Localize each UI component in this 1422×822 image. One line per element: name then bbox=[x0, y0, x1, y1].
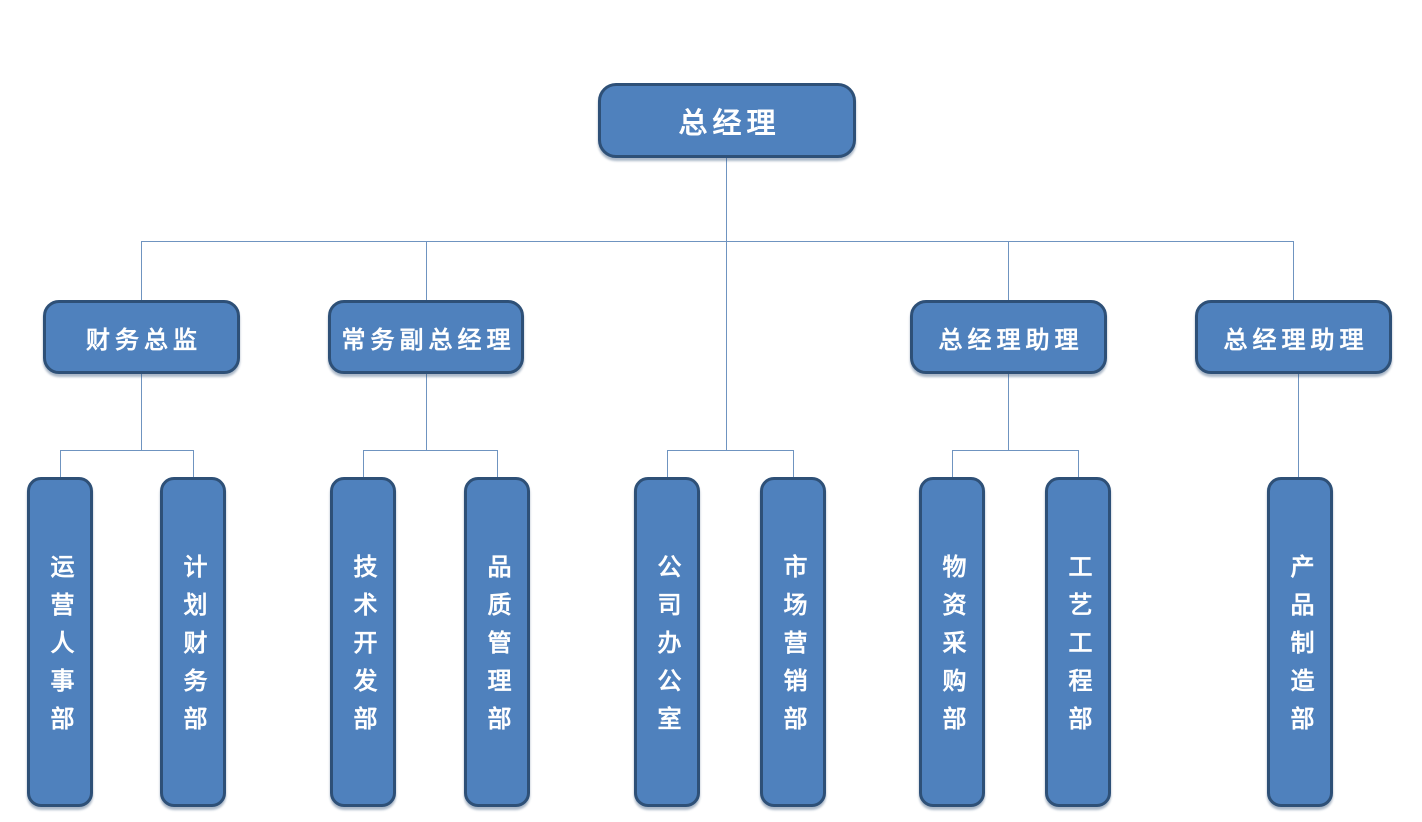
org-node-operations-hr-dept: 运营人事部 bbox=[27, 477, 93, 807]
connector-drop-marketing bbox=[793, 450, 794, 477]
connector-drop-planning-finance bbox=[193, 450, 194, 477]
org-node-material-procurement-dept: 物资采购部 bbox=[919, 477, 985, 807]
connector-finance-stem bbox=[141, 374, 142, 451]
org-node-process-engineering-dept: 工艺工程部 bbox=[1045, 477, 1111, 807]
org-node-label: 品质管理部 bbox=[483, 554, 512, 744]
org-node-quality-management-dept: 品质管理部 bbox=[464, 477, 530, 807]
org-node-general-manager: 总经理 bbox=[598, 83, 856, 158]
org-node-product-manufacturing-dept: 产品制造部 bbox=[1267, 477, 1333, 807]
connector-deputy-junction bbox=[363, 450, 498, 451]
connector-drop-operations-hr bbox=[60, 450, 61, 477]
connector-finance-junction bbox=[60, 450, 194, 451]
org-node-label: 财务总监 bbox=[86, 324, 202, 354]
connector-assistant1-junction bbox=[952, 450, 1079, 451]
org-node-label: 总经理助理 bbox=[938, 324, 1084, 354]
org-node-tech-development-dept: 技术开发部 bbox=[330, 477, 396, 807]
org-node-gm-assistant-2: 总经理助理 bbox=[1195, 300, 1392, 374]
connector-root-stem bbox=[726, 158, 727, 242]
org-node-label: 产品制造部 bbox=[1286, 554, 1315, 744]
org-node-marketing-dept: 市场营销部 bbox=[760, 477, 826, 807]
org-node-deputy-general-manager: 常务副总经理 bbox=[328, 300, 524, 374]
connector-drop-tech-dev bbox=[363, 450, 364, 477]
org-node-label: 市场营销部 bbox=[779, 554, 808, 744]
org-node-planning-finance-dept: 计划财务部 bbox=[160, 477, 226, 807]
connector-drop-process-eng bbox=[1078, 450, 1079, 477]
org-node-label: 运营人事部 bbox=[46, 554, 75, 744]
org-node-label: 物资采购部 bbox=[938, 554, 967, 744]
connector-assistant2-stem bbox=[1298, 374, 1299, 477]
org-node-label: 技术开发部 bbox=[349, 554, 378, 744]
org-node-finance-director: 财务总监 bbox=[43, 300, 240, 374]
connector-level2-bus bbox=[141, 241, 1294, 242]
connector-root-middle-stem bbox=[726, 241, 727, 450]
connector-drop-gm-assistant-2 bbox=[1293, 241, 1294, 301]
org-node-label: 计划财务部 bbox=[179, 554, 208, 744]
org-node-company-office: 公司办公室 bbox=[634, 477, 700, 807]
connector-drop-quality bbox=[497, 450, 498, 477]
org-node-label: 公司办公室 bbox=[653, 554, 682, 744]
connector-drop-gm-assistant-1 bbox=[1008, 241, 1009, 301]
connector-drop-finance-director bbox=[141, 241, 142, 301]
connector-drop-deputy-gm bbox=[426, 241, 427, 301]
org-node-label: 工艺工程部 bbox=[1064, 554, 1093, 744]
connector-assistant1-stem bbox=[1008, 374, 1009, 451]
connector-middle-junction bbox=[667, 450, 794, 451]
org-node-label: 总经理 bbox=[678, 105, 781, 140]
org-node-gm-assistant-1: 总经理助理 bbox=[910, 300, 1107, 374]
connector-drop-procurement bbox=[952, 450, 953, 477]
org-node-label: 总经理助理 bbox=[1223, 324, 1369, 354]
connector-deputy-stem bbox=[426, 374, 427, 451]
connector-drop-company-office bbox=[667, 450, 668, 477]
org-node-label: 常务副总经理 bbox=[341, 324, 516, 354]
